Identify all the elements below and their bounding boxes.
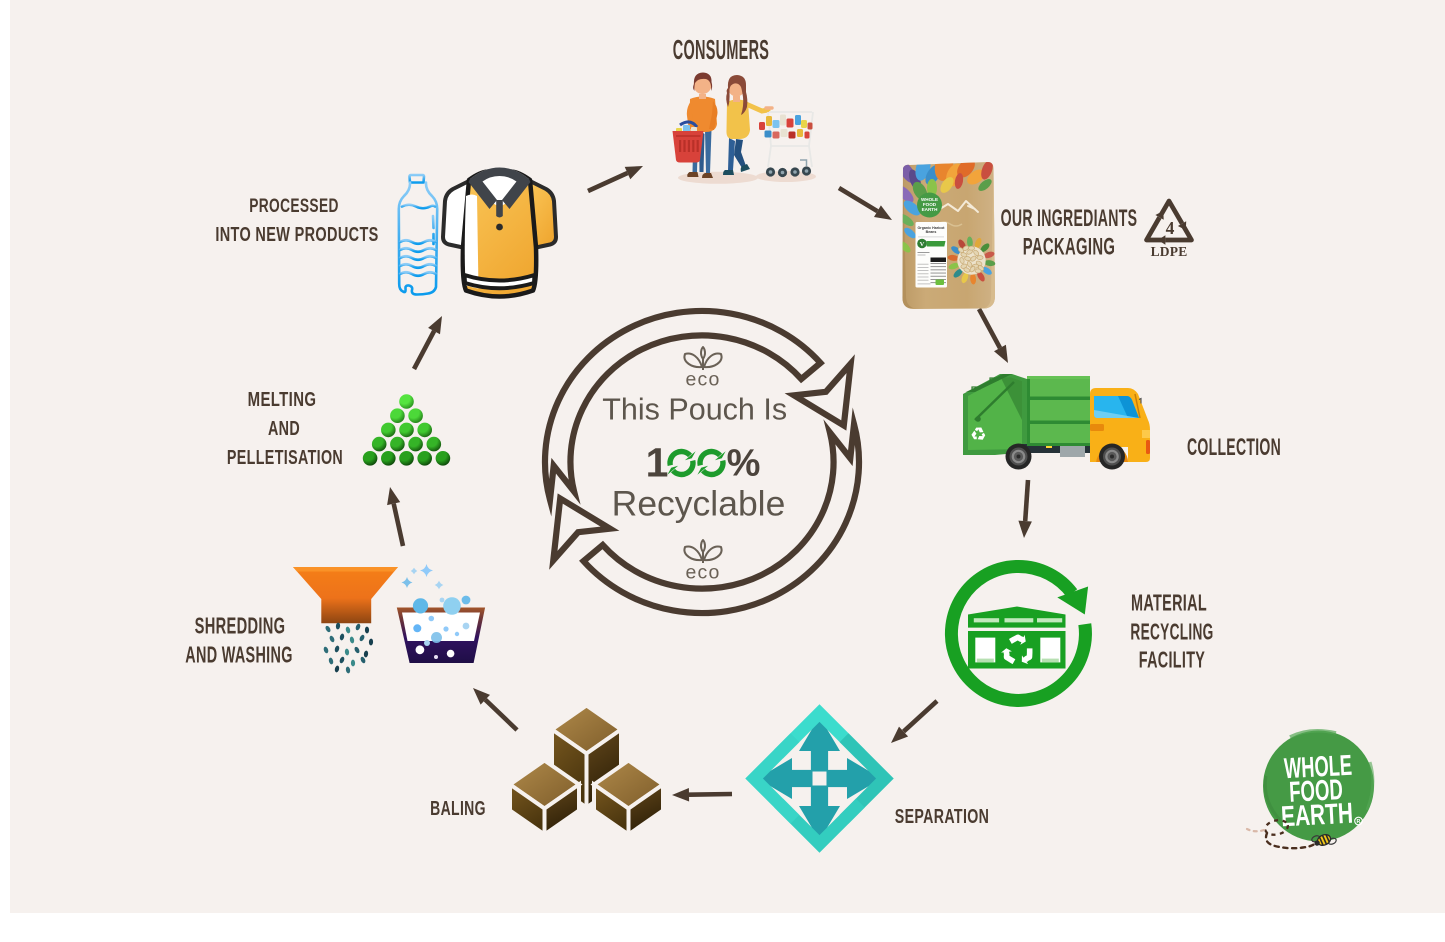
svg-text:EARTH: EARTH: [1280, 797, 1353, 833]
svg-text:Beans: Beans: [926, 230, 937, 234]
svg-text:eco: eco: [685, 562, 720, 584]
svg-text:FOOD: FOOD: [1288, 774, 1343, 809]
svg-text:eco: eco: [685, 369, 720, 391]
svg-text:R: R: [1357, 819, 1361, 825]
svg-text:WHOLE: WHOLE: [1283, 750, 1353, 786]
svg-text:V: V: [920, 241, 925, 248]
svg-text:EARTH: EARTH: [922, 207, 939, 212]
svg-text:4: 4: [1166, 218, 1175, 238]
svg-text:WHOLE: WHOLE: [921, 197, 938, 202]
svg-text:LDPE: LDPE: [1151, 244, 1188, 259]
svg-text:Organic Haricot: Organic Haricot: [918, 226, 946, 230]
svg-text:FOOD: FOOD: [923, 202, 937, 207]
